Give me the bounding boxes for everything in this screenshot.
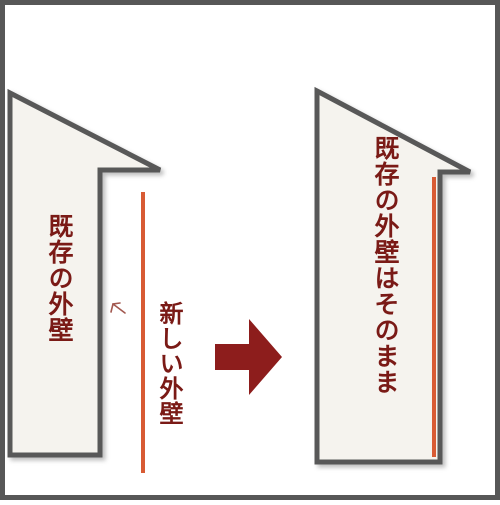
house-before-silhouette (7, 88, 162, 458)
existing-wall-label: 既存の外壁 (45, 213, 74, 343)
new-wall-label: 新しい外壁 (155, 301, 183, 426)
house-after (314, 86, 472, 465)
diagram-artwork (7, 86, 472, 473)
small-pointer-arrow-icon (110, 302, 126, 314)
existing-wall-kept-label: 既存の外壁はそのまま (371, 135, 400, 395)
house-after-silhouette (314, 86, 472, 465)
house-before (7, 88, 162, 458)
right-arrow-icon (215, 319, 282, 395)
